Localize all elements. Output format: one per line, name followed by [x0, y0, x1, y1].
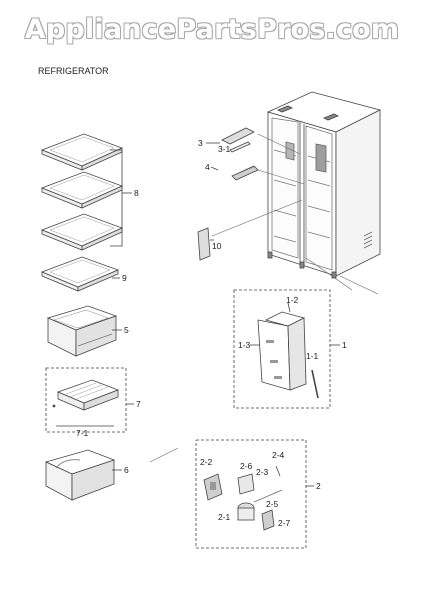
callout-2-7: 2-7 — [278, 518, 291, 528]
callout-3: 3 — [198, 138, 203, 148]
damper-assembly-box: 2-2 2-6 2-3 2-4 2-5 2-1 2-7 2 — [149, 439, 321, 549]
bracket-part — [197, 227, 211, 261]
upper-parts-group: 3 3-1 4 10 — [197, 127, 259, 261]
callout-2-1: 2-1 — [218, 512, 231, 522]
callout-7: 7 — [136, 399, 141, 409]
deli-drawer: 6 — [44, 449, 129, 501]
callout-9: 9 — [122, 273, 127, 283]
damper-cover — [237, 473, 255, 495]
callout-5: 5 — [124, 325, 129, 335]
callout-1: 1 — [342, 340, 347, 350]
callout-1-3: 1-3 — [238, 340, 251, 350]
watermark-logo: AppliancePartsPros.com — [24, 14, 400, 45]
glass-shelf — [40, 133, 124, 171]
filter-part — [231, 165, 259, 181]
callout-2: 2 — [316, 481, 321, 491]
crisper-drawer: 5 — [46, 305, 129, 357]
callout-2-4: 2-4 — [272, 450, 285, 460]
section-title: REFRIGERATOR — [38, 66, 109, 76]
damper-bracket — [261, 509, 275, 531]
callout-8: 8 — [134, 188, 139, 198]
callout-10: 10 — [212, 241, 222, 251]
callout-1-2: 1-2 — [286, 295, 299, 305]
cover-part — [221, 127, 255, 145]
callout-6: 6 — [124, 465, 129, 475]
callout-3-1: 3-1 — [218, 144, 231, 154]
callout-2-3: 2-3 — [256, 467, 269, 477]
glass-shelf — [40, 213, 124, 251]
pantry-drawer-box: 7 7-1 — [45, 367, 141, 438]
callout-2-6: 2-6 — [240, 461, 253, 471]
callout-7-1: 7-1 — [76, 428, 89, 438]
callout-2-5: 2-5 — [266, 499, 279, 509]
callout-2-2: 2-2 — [200, 457, 213, 467]
glass-shelf — [40, 171, 124, 209]
callout-4: 4 — [205, 162, 210, 172]
glass-shelf-group: 8 — [40, 133, 139, 251]
cover-assembly-box: 1-2 1-3 1-1 1 — [233, 289, 347, 409]
glass-shelf-small: 9 — [40, 256, 127, 292]
refrigerator-cabinet — [211, 91, 382, 295]
callout-1-1: 1-1 — [306, 351, 319, 361]
